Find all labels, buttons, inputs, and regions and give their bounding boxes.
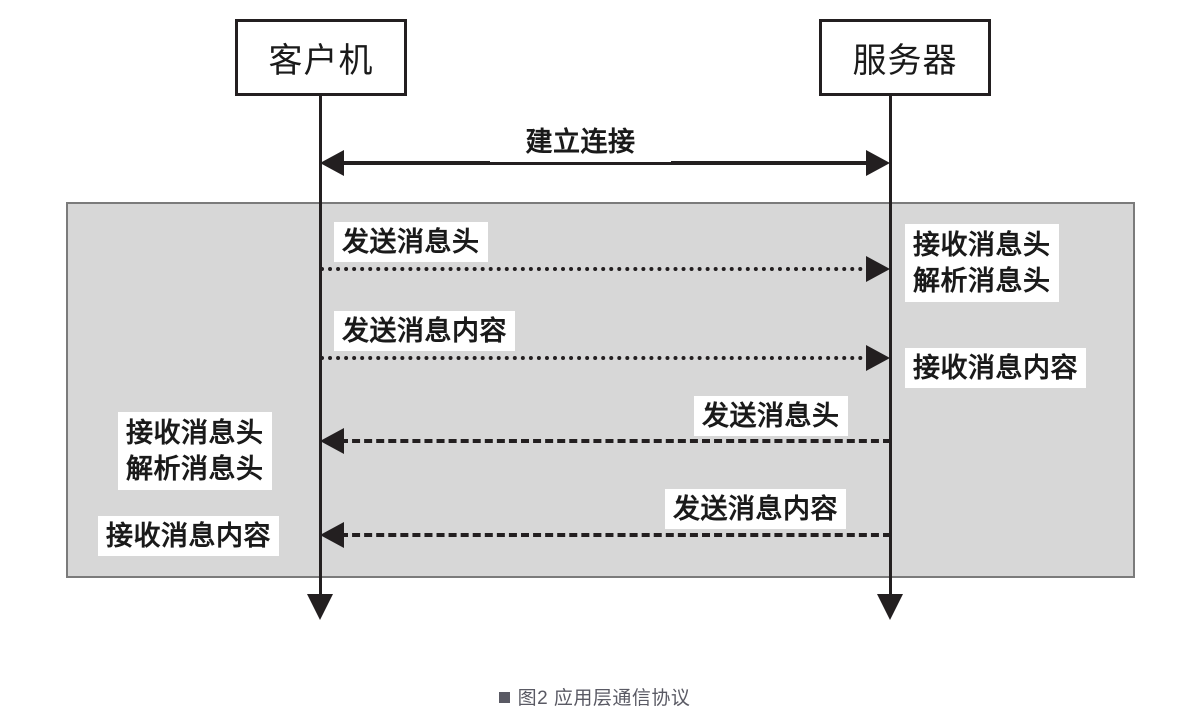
lifeline-client-end-arrow (307, 594, 333, 620)
message-label-send-header: 发送消息头 (334, 222, 488, 262)
actor-box-client[interactable]: 客户机 (235, 19, 407, 96)
figure-caption: 图2 应用层通信协议 (0, 683, 1189, 710)
message-label-establish: 建立连接 (490, 122, 671, 162)
message-line-reply-body (340, 533, 891, 537)
message-arrowhead-establish-left (320, 150, 344, 176)
message-target-label-receive-header-client: 接收消息头 解析消息头 (118, 412, 272, 490)
actor-label-client: 客户机 (268, 42, 374, 80)
message-arrowhead-establish-right (866, 150, 890, 176)
message-arrowhead-send-header (866, 256, 890, 282)
message-line-send-body (320, 356, 871, 360)
message-arrowhead-reply-header (320, 428, 344, 454)
lifeline-server (889, 96, 892, 598)
message-line-reply-header (340, 439, 891, 443)
message-arrowhead-reply-body (320, 522, 344, 548)
message-label-send-body: 发送消息内容 (334, 311, 515, 351)
message-label-reply-body: 发送消息内容 (665, 489, 846, 529)
message-target-label-receive-header-server: 接收消息头 解析消息头 (905, 224, 1059, 302)
message-target-label-receive-body-client: 接收消息内容 (98, 516, 279, 556)
actor-label-server: 服务器 (852, 42, 958, 80)
message-arrowhead-send-body (866, 345, 890, 371)
lifeline-server-end-arrow (877, 594, 903, 620)
message-line-send-header (320, 267, 871, 271)
figure-caption-text: 图2 应用层通信协议 (517, 688, 691, 709)
message-line-establish (330, 161, 880, 165)
caption-bullet-icon (498, 692, 510, 703)
message-label-reply-header: 发送消息头 (694, 396, 848, 436)
message-target-label-receive-body-server: 接收消息内容 (905, 348, 1086, 388)
actor-box-server[interactable]: 服务器 (819, 19, 991, 96)
lifeline-client (319, 96, 322, 598)
